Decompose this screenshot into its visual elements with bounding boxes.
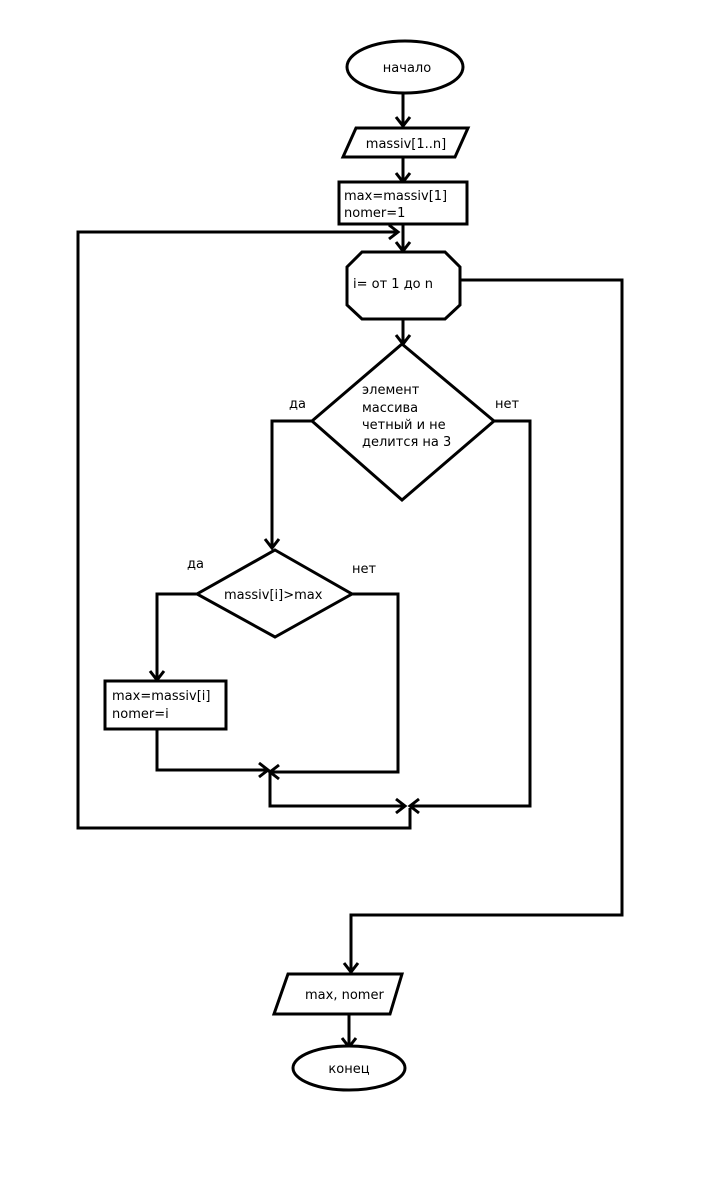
assign-label-line1: max=massiv[i] (112, 689, 210, 704)
assign-process-block (103, 679, 228, 731)
cond1-yes-connector (270, 419, 312, 548)
cond2-no-connector (270, 592, 400, 774)
start-label: начало (383, 61, 431, 76)
loop-label: i= от 1 до n (353, 277, 433, 292)
cond2-label: massiv[i]>max (224, 588, 323, 603)
arrowhead (258, 761, 271, 779)
output-label: max, nomer (305, 988, 384, 1003)
cond2-yes-connector (155, 592, 197, 680)
condition-even-not-div3 (309, 342, 497, 502)
arrowhead (342, 962, 360, 975)
cond1-label-line1: элемент (362, 383, 420, 398)
inner-merge-connector (268, 770, 405, 808)
assign-label-line2: nomer=i (112, 707, 169, 722)
init-label-line1: max=massiv[1] (344, 189, 447, 204)
arrowhead (395, 797, 408, 815)
cond2-yes-label: да (187, 557, 204, 572)
condition-greater-than-max (193, 548, 356, 639)
end-terminal (291, 1044, 407, 1092)
arrowhead (407, 797, 420, 815)
input-array-block (340, 126, 471, 159)
start-terminal (345, 39, 465, 95)
cond1-label-line3: четный и не (362, 418, 446, 433)
arrowhead (263, 538, 281, 551)
loop-block (345, 250, 462, 321)
output-block (271, 972, 405, 1016)
cond1-no-connector (410, 419, 532, 808)
arrowhead (388, 223, 401, 241)
loop-exit-connector (349, 278, 624, 972)
cond1-yes-label: да (289, 397, 306, 412)
cond1-label-line4: делится на 3 (362, 435, 451, 450)
cond2-no-label: нет (352, 562, 376, 577)
init-label-line2: nomer=1 (344, 206, 405, 221)
cond1-no-label: нет (495, 397, 519, 412)
end-label: конец (328, 1062, 369, 1077)
input-array-label: massiv[1..n] (366, 137, 446, 152)
assign-merge-connector (155, 729, 268, 772)
loop-back-connector (76, 230, 412, 830)
arrowhead (394, 116, 412, 129)
cond1-label-line2: массива (362, 401, 418, 416)
